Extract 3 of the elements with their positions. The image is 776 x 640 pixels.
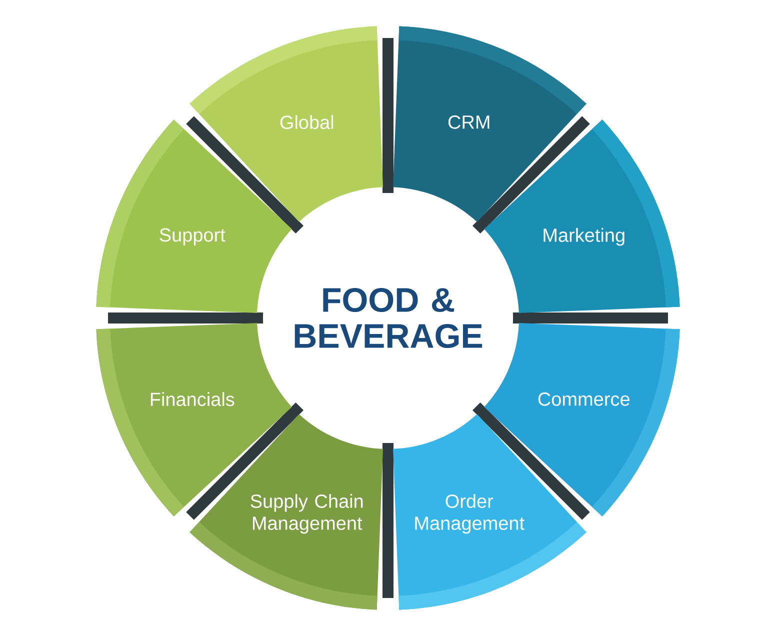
ring-segment: Global (190, 26, 383, 222)
ring-segment: Order Management (393, 414, 586, 610)
title: FOOD & BEVERAGE (294, 288, 482, 348)
